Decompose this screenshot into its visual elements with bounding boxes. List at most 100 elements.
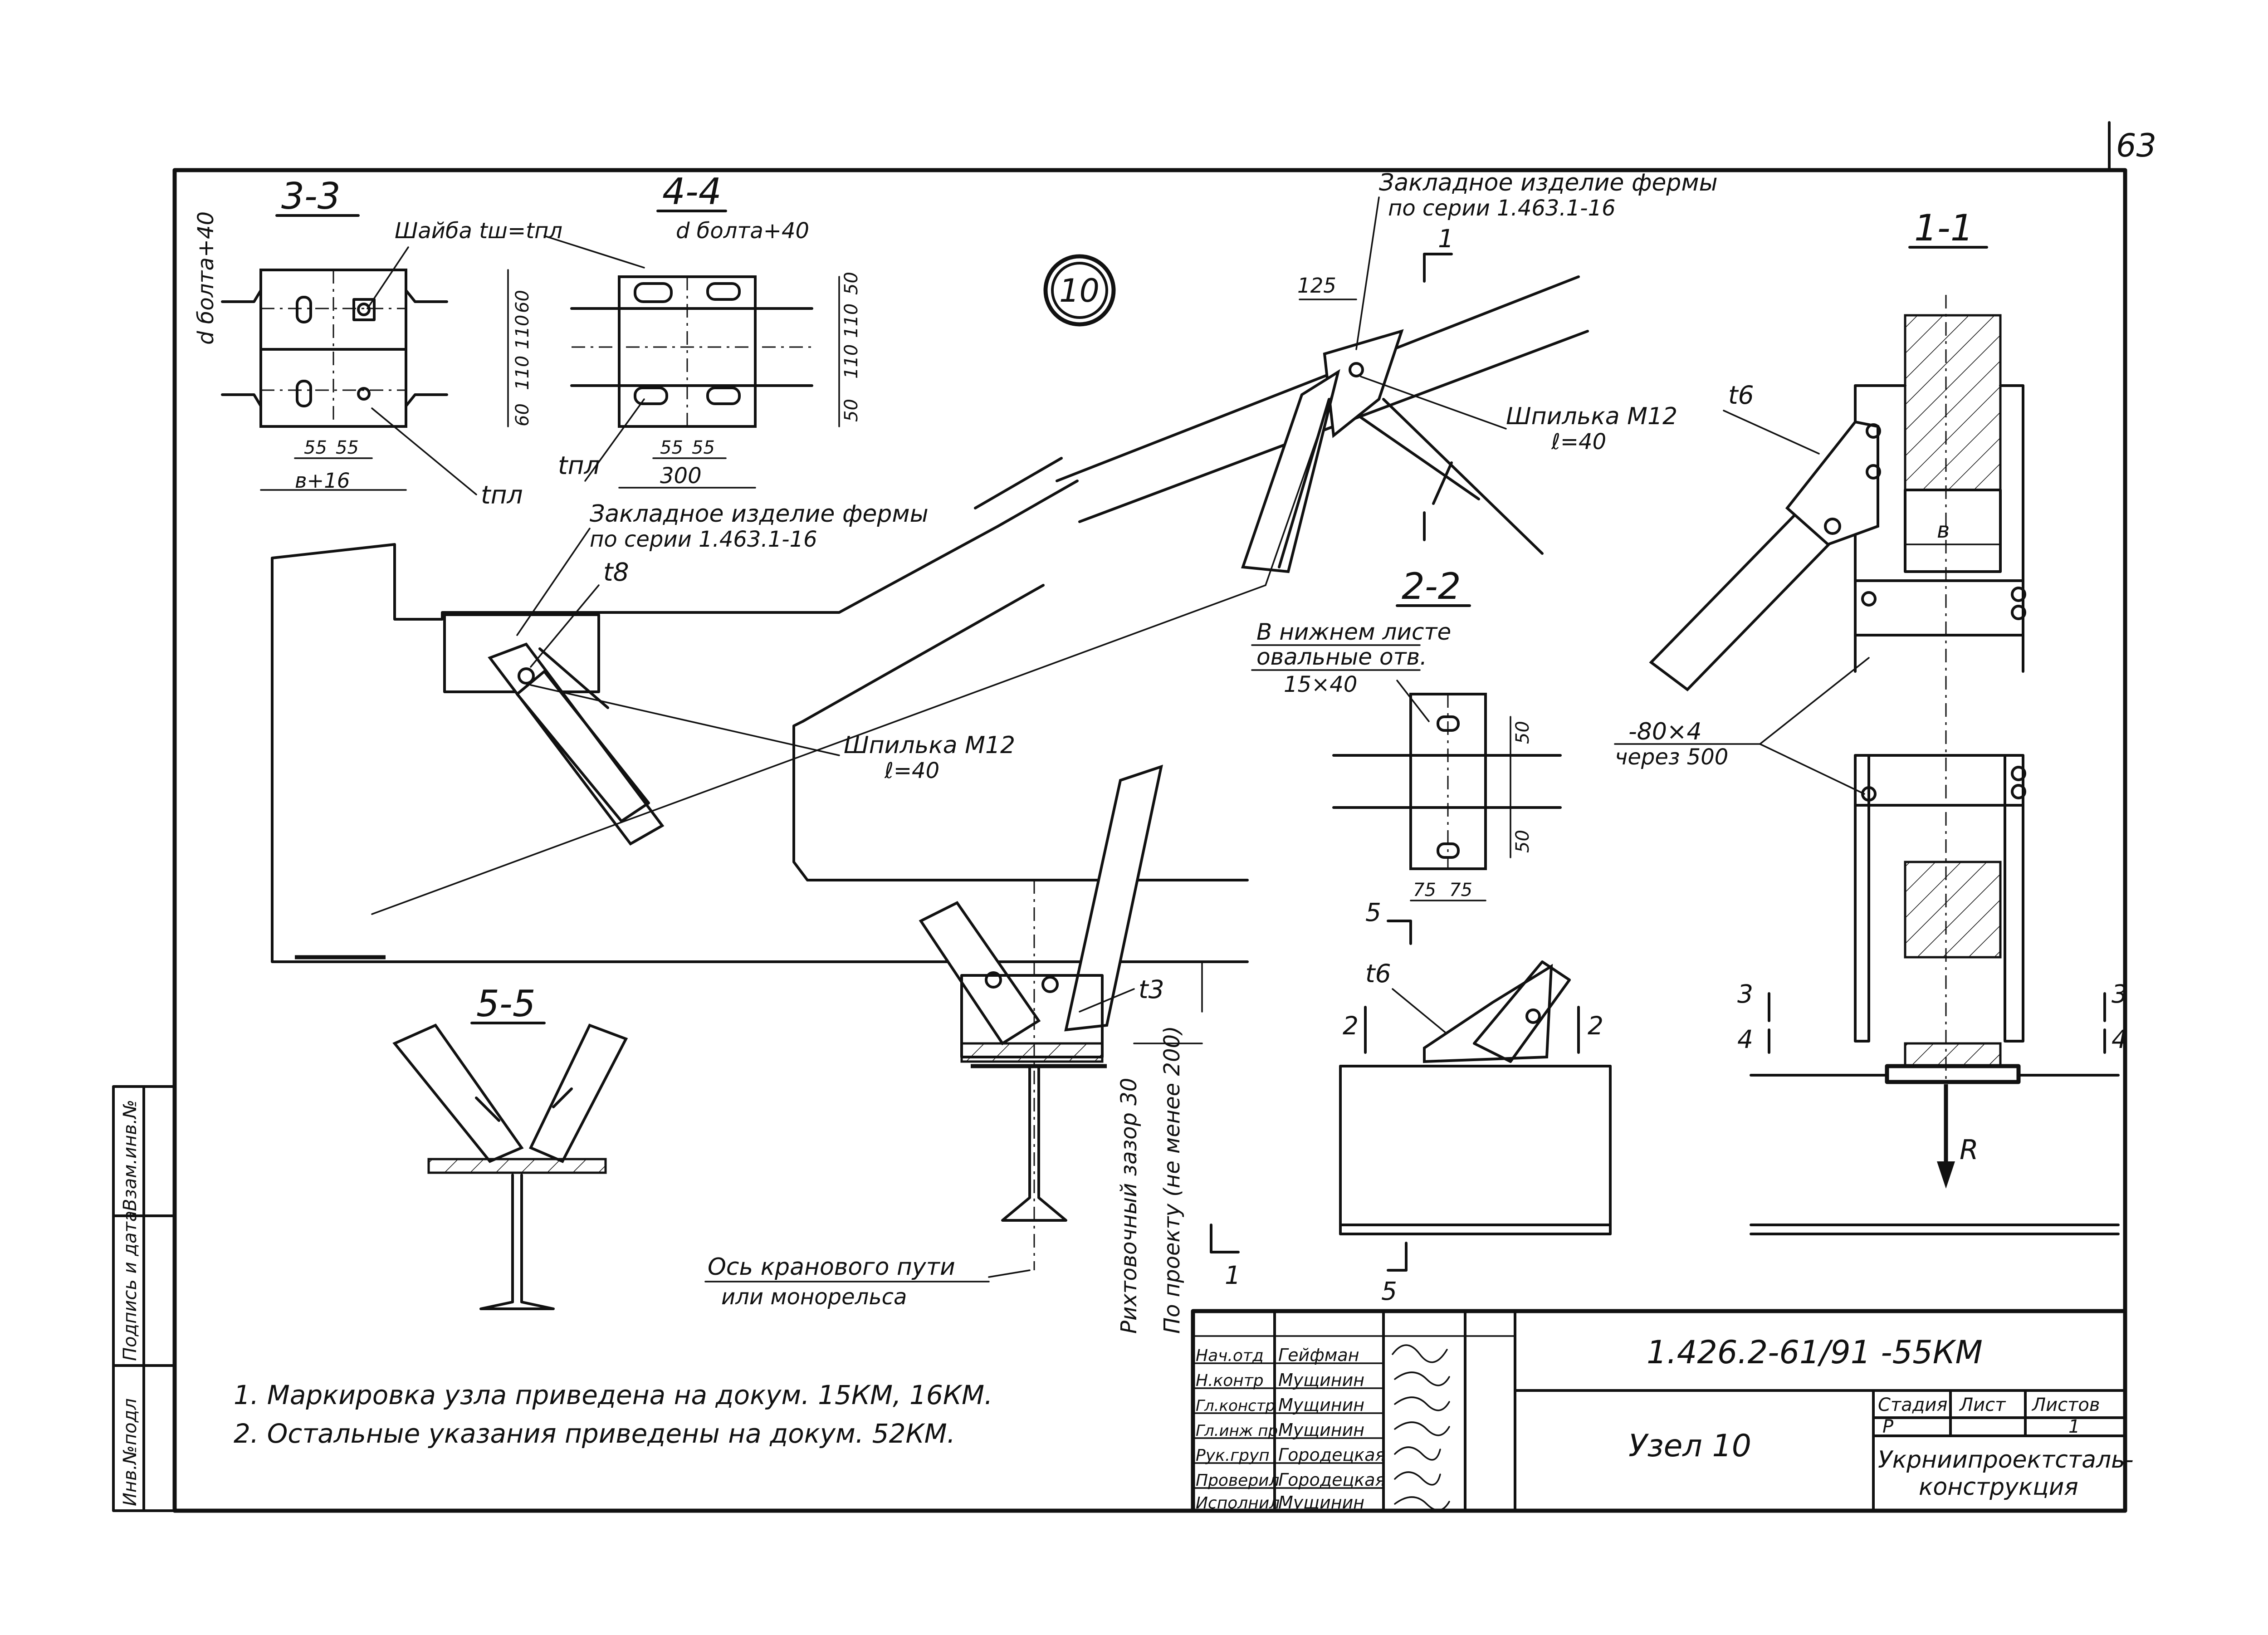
svg-text:110: 110	[512, 356, 533, 390]
svg-text:110: 110	[512, 315, 533, 349]
svg-text:Н.контр: Н.контр	[1196, 1371, 1264, 1390]
section-4-4-title: 4-4	[662, 171, 722, 213]
svg-text:Гейфман: Гейфман	[1278, 1345, 1359, 1365]
svg-text:15×40: 15×40	[1284, 672, 1357, 697]
org-name-2: конструкция	[1919, 1473, 2078, 1501]
elev-plate-t6: t6	[1365, 959, 1391, 988]
svg-text:Проверил: Проверил	[1196, 1471, 1280, 1490]
svg-text:Рук.груп: Рук.груп	[1196, 1446, 1270, 1465]
svg-text:в+16: в+16	[295, 469, 350, 493]
svg-text:300: 300	[660, 463, 702, 489]
sheet-title: Узел 10	[1628, 1428, 1751, 1464]
section-2-2: 2-2 В нижнем листе овальные отв. 15×40 5…	[1251, 565, 1562, 901]
washer-label: Шайба tш=tпл	[395, 218, 562, 244]
svg-text:1: 1	[2068, 1416, 2080, 1437]
section-2-2-title: 2-2	[1402, 565, 1461, 607]
stamp-signature-date: Подпись и дата	[120, 1211, 141, 1361]
svg-text:50: 50	[841, 272, 862, 295]
strip-label: -80×4	[1628, 718, 1702, 745]
svg-text:55: 55	[692, 437, 715, 458]
svg-text:В нижнем листе: В нижнем листе	[1256, 619, 1451, 645]
node-number-marker: 10	[1043, 254, 1116, 327]
stamp-replace-inv: Взам.инв.№	[120, 1100, 141, 1211]
gap-label: Рихтовочный зазор 30	[1116, 1078, 1142, 1334]
svg-text:или монорельса: или монорельса	[721, 1284, 907, 1310]
dim-125: 125	[1297, 274, 1336, 298]
svg-text:через 500: через 500	[1615, 744, 1728, 770]
section-5-5-title: 5-5	[476, 983, 536, 1025]
section-1-1: 1-1 в t6 -80×4 через 500	[1614, 207, 2127, 1235]
svg-text:110: 110	[841, 304, 862, 338]
org-name-1: Укрниипроектсталь-	[1878, 1446, 2134, 1473]
svg-text:Лист: Лист	[1959, 1395, 2006, 1415]
section-3-3-plate: tпл	[481, 480, 523, 509]
sheet-frame: 63	[172, 121, 2156, 1513]
svg-text:Гл.инж пр: Гл.инж пр	[1196, 1422, 1278, 1440]
section-1-1-plate: t6	[1728, 381, 1754, 410]
svg-text:10: 10	[1059, 272, 1100, 309]
svg-text:Городецкая: Городецкая	[1278, 1445, 1385, 1465]
svg-text:Закладное изделие фермы: Закладное изделие фермы	[1379, 169, 1718, 196]
svg-text:Мущинин: Мущинин	[1278, 1395, 1364, 1415]
svg-text:1: 1	[1438, 224, 1454, 253]
svg-text:Шпилька М12: Шпилька М12	[844, 732, 1015, 759]
svg-text:3: 3	[1737, 979, 1753, 1008]
side-stamp: Инв.№подл Подпись и дата Взам.инв.№	[112, 1085, 176, 1512]
svg-text:Р: Р	[1882, 1416, 1894, 1437]
svg-text:50: 50	[1512, 721, 1533, 744]
svg-text:Стадия: Стадия	[1878, 1395, 1947, 1415]
svg-text:Мущинин: Мущинин	[1278, 1493, 1364, 1513]
doc-code: 1.426.2-61/91 -55КМ	[1647, 1334, 1983, 1371]
stamp-inv-orig: Инв.№подл	[120, 1398, 141, 1506]
svg-text:60: 60	[512, 290, 533, 313]
svg-text:Мущинин: Мущинин	[1278, 1370, 1364, 1390]
section-3-3-bolt-dim: d болта+40	[193, 211, 219, 345]
title-block: Нач.отд Н.контр Гл.констр Гл.инж пр Рук.…	[1191, 1309, 2134, 1513]
t8-label: t8	[603, 558, 629, 587]
svg-text:110: 110	[841, 344, 862, 379]
elevation-cut-2-5: 5 t6 2 2 5	[1339, 898, 1612, 1306]
svg-text:1: 1	[1225, 1261, 1241, 1290]
svg-text:55: 55	[336, 437, 359, 458]
truss-upper: 125 Закладное изделие фермы по серии 1.4…	[1056, 169, 1718, 586]
svg-text:55: 55	[660, 437, 683, 458]
svg-text:по серии 1.463.1-16: по серии 1.463.1-16	[590, 527, 817, 552]
svg-text:Нач.отд: Нач.отд	[1196, 1346, 1264, 1365]
svg-text:Городецкая: Городецкая	[1278, 1470, 1385, 1490]
load-r: R	[1960, 1134, 1979, 1166]
svg-text:60: 60	[512, 403, 533, 426]
svg-text:ℓ=40: ℓ=40	[1551, 429, 1606, 455]
svg-text:3: 3	[2112, 979, 2127, 1008]
svg-text:75: 75	[1413, 880, 1436, 901]
section-3-3-title: 3-3	[281, 175, 341, 217]
signatures	[1392, 1344, 1450, 1511]
section-1-1-title: 1-1	[1914, 207, 1974, 249]
svg-text:d болта+40: d болта+40	[676, 218, 809, 244]
svg-text:Исполнил: Исполнил	[1196, 1494, 1280, 1513]
svg-text:по серии 1.463.1-16: по серии 1.463.1-16	[1388, 196, 1616, 221]
svg-text:50: 50	[1512, 830, 1533, 853]
svg-text:55: 55	[304, 437, 327, 458]
svg-text:Мущинин: Мущинин	[1278, 1420, 1364, 1440]
note-2: 2. Остальные указания приведены на докум…	[234, 1418, 955, 1449]
svg-text:tпл: tпл	[558, 451, 600, 480]
svg-text:4: 4	[2112, 1025, 2127, 1054]
section-3-3: 3-3 60 110 110 60 55 55 в+16 d болта+40 …	[193, 175, 645, 509]
section-4-4: 4-4 d болта+40 50 110 110 50 55 55 300 t…	[558, 171, 862, 489]
svg-text:5: 5	[1365, 898, 1381, 927]
svg-text:5: 5	[1381, 1277, 1397, 1306]
gap-label-2: По проекту (не менее 200)	[1159, 1026, 1185, 1334]
svg-text:ℓ=40: ℓ=40	[884, 758, 939, 783]
section-5-5: 5-5	[392, 983, 628, 1310]
svg-text:75: 75	[1449, 880, 1472, 901]
svg-text:2: 2	[1343, 1011, 1359, 1040]
note-1: 1. Маркировка узла приведена на докум. 1…	[234, 1380, 992, 1410]
general-notes: 1. Маркировка узла приведена на докум. 1…	[234, 1380, 992, 1449]
svg-text:Гл.констр: Гл.констр	[1196, 1397, 1275, 1415]
svg-text:Листов: Листов	[2031, 1395, 2100, 1415]
svg-text:4: 4	[1737, 1025, 1753, 1054]
svg-text:50: 50	[841, 399, 862, 422]
svg-text:в: в	[1937, 518, 1950, 543]
svg-text:Закладное изделие фермы: Закладное изделие фермы	[590, 500, 929, 528]
